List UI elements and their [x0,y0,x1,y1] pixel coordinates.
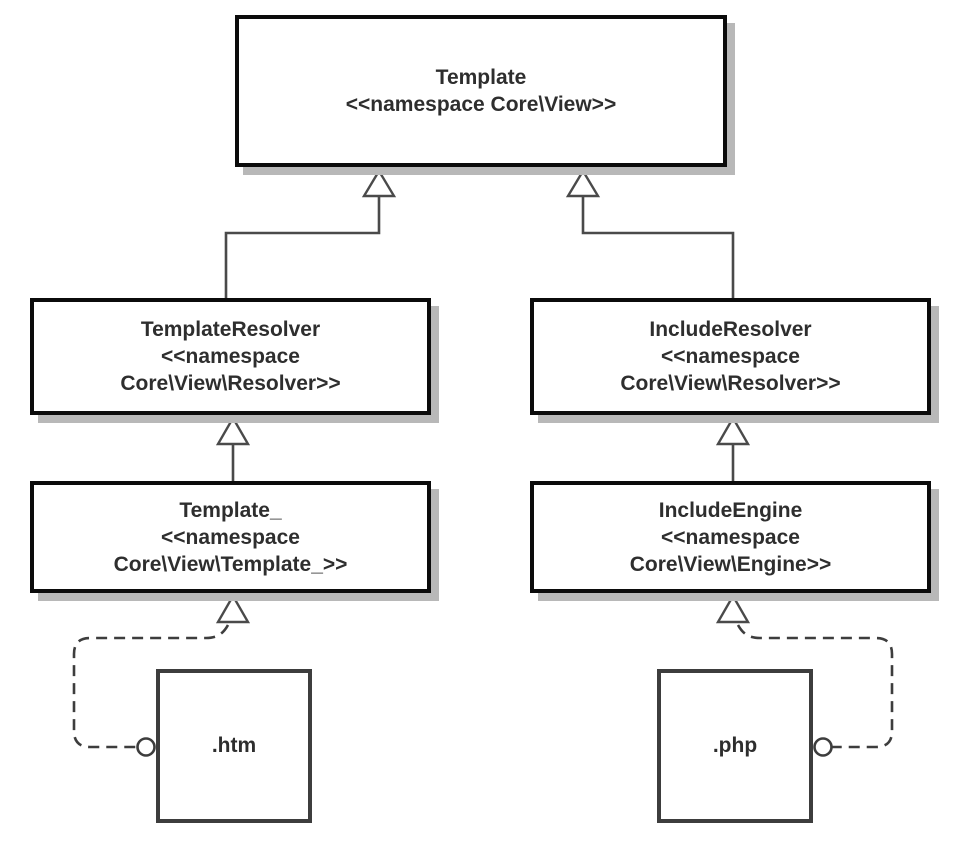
inheritance-triangle-icon [215,593,251,624]
class-name: IncludeEngine [658,498,803,522]
file-extension-label: .htm [211,734,257,757]
class-stereotype-line1: <<namespace [161,345,300,368]
class-stereotype-line1: <<namespace [161,525,300,549]
class-stereotype-line1: <<namespace [661,345,800,368]
file-node-php: .php [657,669,813,823]
inheritance-triangle-icon [715,415,751,446]
class-name: Template [435,66,527,89]
class-stereotype-line2: Core\View\Template_>> [113,552,348,576]
class-name: Template_ [179,498,282,522]
class-stereotype-line1: <<namespace [661,525,800,549]
generalization-template_-to-templateresolver [215,415,251,481]
inheritance-triangle-icon [361,168,397,198]
inheritance-triangle-icon [715,593,751,624]
class-stereotype-line2: Core\View\Resolver>> [120,372,341,395]
generalization-templateresolver-to-template [224,168,397,298]
class-name: IncludeResolver [649,318,812,341]
class-stereotype-line2: Core\View\Resolver>> [620,372,841,395]
lollipop-interface-circle [813,737,833,757]
file-extension-label: .php [712,734,758,757]
generalization-includeengine-to-includeresolver [715,415,751,481]
class-node-template_: Template_ <<namespace Core\View\Template… [30,481,431,593]
class-node-includeresolver: IncludeResolver <<namespace Core\View\Re… [530,298,931,415]
class-node-includeengine: IncludeEngine <<namespace Core\View\Engi… [530,481,931,593]
inheritance-triangle-icon [215,415,251,446]
class-node-templateresolver: TemplateResolver <<namespace Core\View\R… [30,298,431,415]
file-node-htm: .htm [156,669,312,823]
class-stereotype: <<namespace Core\View>> [345,93,617,116]
generalization-includeresolver-to-template [565,168,735,298]
class-stereotype-line2: Core\View\Engine>> [629,552,832,576]
class-name: TemplateResolver [140,318,321,341]
class-node-template: Template <<namespace Core\View>> [235,15,727,167]
inheritance-triangle-icon [565,168,601,198]
realization-htm-to-template_ [72,593,251,757]
lollipop-interface-circle [136,737,156,757]
realization-php-to-includeengine [715,593,894,757]
